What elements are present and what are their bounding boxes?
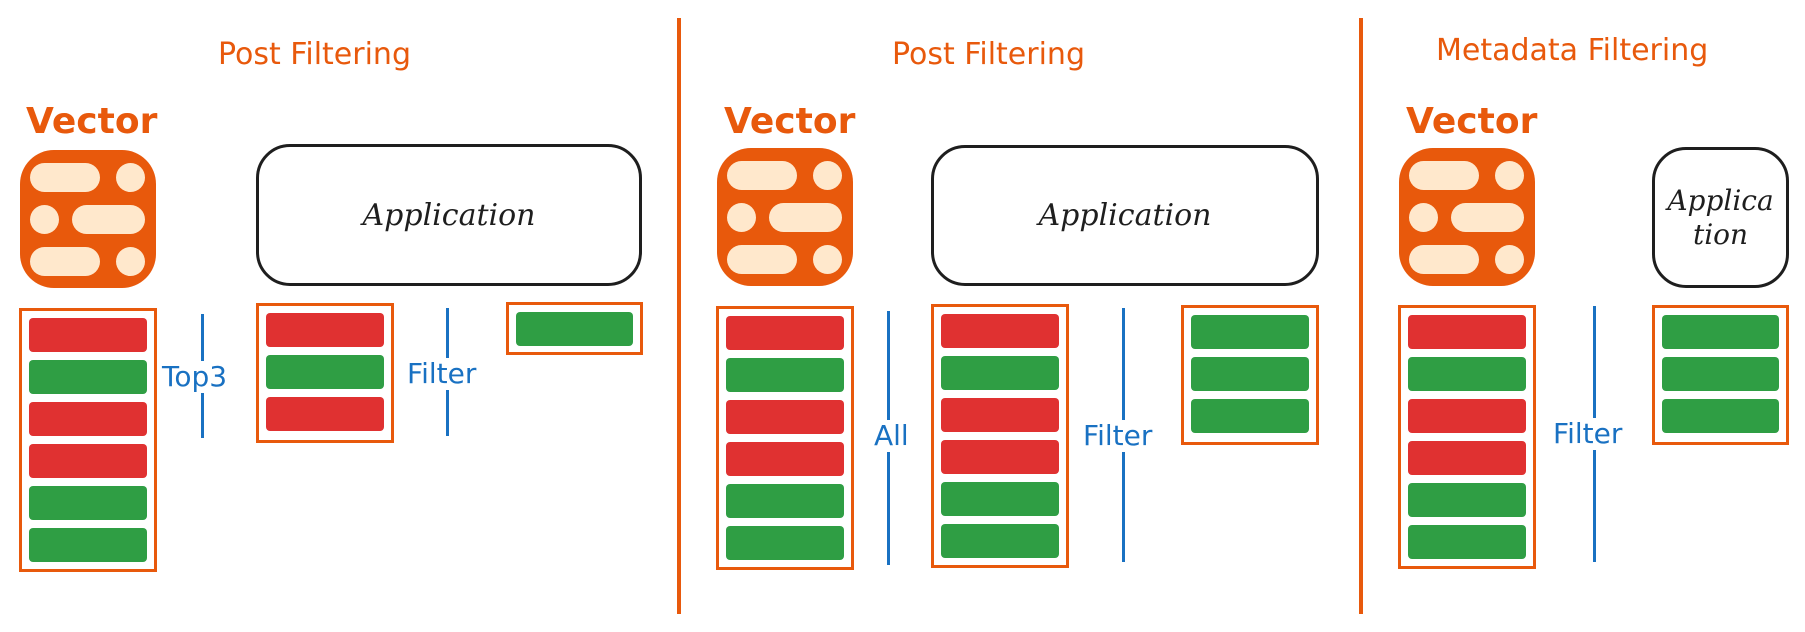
- result-bar-match: [941, 524, 1059, 558]
- db-pill: [116, 247, 145, 276]
- db-pill: [813, 245, 842, 274]
- application-box: Applica tion: [1652, 147, 1789, 288]
- result-bar-miss: [29, 402, 147, 436]
- op-label-filter: Filter: [1551, 417, 1625, 450]
- db-pill: [727, 245, 797, 274]
- db-pill: [1409, 203, 1438, 232]
- result-bar-miss: [266, 313, 384, 347]
- vector-database-icon: [20, 150, 156, 288]
- result-bar-miss: [941, 314, 1059, 348]
- result-bar-miss: [29, 318, 147, 352]
- panel-divider: [677, 18, 681, 614]
- db-pill: [1495, 161, 1524, 190]
- vector-label: Vector: [26, 101, 158, 142]
- op-label-top3: Top3: [160, 360, 230, 393]
- result-stack-filtered: [506, 302, 643, 355]
- result-bar-match: [726, 358, 844, 392]
- result-bar-miss: [726, 400, 844, 434]
- result-bar-match: [1662, 357, 1779, 391]
- db-pill: [116, 163, 145, 192]
- panel-title: Post Filtering: [892, 37, 1085, 72]
- application-label-line: Applica: [1667, 183, 1774, 217]
- result-bar-match: [266, 355, 384, 389]
- application-box: Application: [931, 145, 1319, 286]
- db-pill: [1495, 245, 1524, 274]
- db-pill: [769, 203, 842, 232]
- db-pill: [813, 161, 842, 190]
- result-stack-filtered: [1181, 305, 1319, 445]
- result-bar-miss: [1408, 315, 1526, 349]
- db-pill: [72, 205, 145, 234]
- result-stack-all: [716, 306, 854, 570]
- result-bar-match: [1662, 315, 1779, 349]
- op-label-filter: Filter: [1081, 419, 1155, 452]
- op-label-all: All: [872, 419, 911, 452]
- result-bar-miss: [29, 444, 147, 478]
- result-bar-match: [1191, 315, 1309, 349]
- vector-database-icon: [1399, 148, 1535, 286]
- result-bar-match: [726, 526, 844, 560]
- result-bar-miss: [941, 398, 1059, 432]
- result-bar-miss: [726, 442, 844, 476]
- vector-database-icon: [717, 148, 853, 286]
- result-bar-match: [1408, 483, 1526, 517]
- application-label-line: tion: [1692, 217, 1749, 251]
- db-pill: [30, 247, 100, 276]
- result-bar-miss: [941, 440, 1059, 474]
- result-stack-all: [19, 308, 157, 572]
- result-stack-all-returned: [931, 304, 1069, 568]
- result-bar-miss: [726, 316, 844, 350]
- result-bar-match: [1191, 357, 1309, 391]
- db-pill: [1451, 203, 1524, 232]
- result-bar-match: [1662, 399, 1779, 433]
- vector-label: Vector: [724, 101, 856, 142]
- result-bar-match: [1191, 399, 1309, 433]
- panel-title: Metadata Filtering: [1436, 33, 1709, 68]
- result-bar-match: [29, 360, 147, 394]
- result-bar-miss: [1408, 441, 1526, 475]
- db-pill: [727, 161, 797, 190]
- application-box: Application: [256, 144, 642, 286]
- panel-divider: [1359, 18, 1363, 614]
- result-bar-miss: [266, 397, 384, 431]
- result-stack-all: [1398, 305, 1536, 569]
- db-pill: [30, 205, 59, 234]
- panel-title: Post Filtering: [218, 37, 411, 72]
- result-bar-match: [726, 484, 844, 518]
- result-bar-miss: [1408, 399, 1526, 433]
- vector-label: Vector: [1406, 101, 1538, 142]
- result-stack-filtered: [1652, 305, 1789, 445]
- result-bar-match: [941, 356, 1059, 390]
- result-bar-match: [29, 528, 147, 562]
- result-bar-match: [516, 312, 633, 346]
- result-bar-match: [941, 482, 1059, 516]
- db-pill: [727, 203, 756, 232]
- db-pill: [30, 163, 100, 192]
- op-label-filter: Filter: [405, 357, 479, 390]
- db-pill: [1409, 245, 1479, 274]
- result-bar-match: [29, 486, 147, 520]
- result-stack-top3: [256, 303, 394, 443]
- result-bar-match: [1408, 525, 1526, 559]
- result-bar-match: [1408, 357, 1526, 391]
- db-pill: [1409, 161, 1479, 190]
